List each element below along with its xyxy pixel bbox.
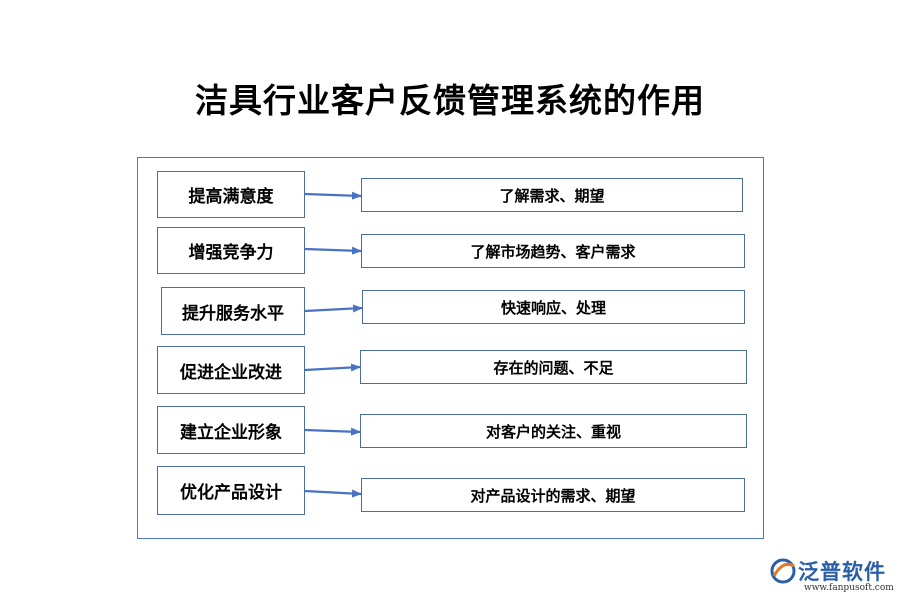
- benefit-label: 提高满意度: [188, 187, 274, 207]
- detail-text: 了解需求、期望: [499, 186, 605, 205]
- detail-box-2: 了解市场趋势、客户需求: [361, 234, 745, 268]
- benefit-box-1: 提高满意度: [157, 171, 305, 218]
- benefit-label: 提升服务水平: [182, 303, 284, 324]
- diagram-title: 洁具行业客户反馈管理系统的作用: [195, 81, 705, 120]
- benefit-box-3: 提升服务水平: [161, 287, 305, 335]
- detail-box-3: 快速响应、处理: [362, 290, 745, 324]
- benefit-label: 促进企业改进: [180, 362, 282, 383]
- detail-text: 对产品设计的需求、期望: [470, 486, 636, 505]
- benefit-box-2: 增强竞争力: [157, 227, 305, 274]
- detail-box-6: 对产品设计的需求、期望: [361, 478, 745, 512]
- detail-text: 存在的问题、不足: [493, 358, 614, 377]
- detail-text: 了解市场趋势、客户需求: [470, 242, 636, 261]
- benefit-label: 优化产品设计: [180, 483, 282, 503]
- brand-logo-icon: [770, 558, 796, 584]
- benefit-box-5: 建立企业形象: [157, 406, 305, 454]
- benefit-label: 增强竞争力: [188, 243, 274, 263]
- detail-text: 对客户的关注、重视: [485, 422, 621, 441]
- detail-box-1: 了解需求、期望: [361, 178, 743, 212]
- brand-name: 泛普软件: [798, 560, 886, 584]
- benefit-box-4: 促进企业改进: [157, 346, 305, 394]
- benefit-box-6: 优化产品设计: [157, 466, 305, 515]
- brand-url: www.fanpusoft.com: [804, 583, 894, 593]
- detail-text: 快速响应、处理: [500, 298, 606, 317]
- detail-box-4: 存在的问题、不足: [360, 350, 747, 384]
- brand-logo: 泛普软件 www.fanpusoft.com: [768, 556, 894, 596]
- benefit-label: 建立企业形象: [180, 422, 282, 443]
- detail-box-5: 对客户的关注、重视: [360, 414, 747, 448]
